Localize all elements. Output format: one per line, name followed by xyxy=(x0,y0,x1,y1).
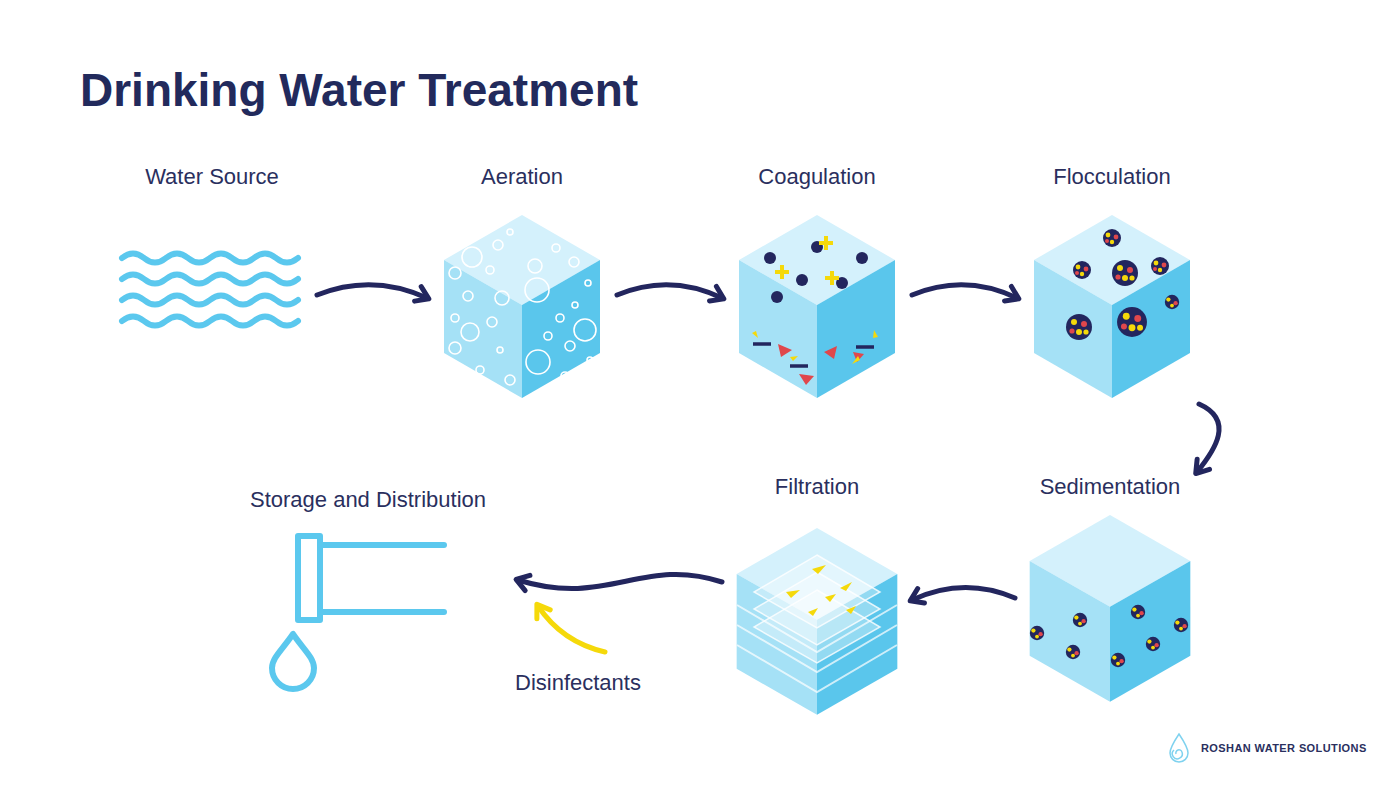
stage-label: Flocculation xyxy=(1017,162,1207,192)
stage-label: Storage and Distribution xyxy=(218,485,518,515)
stage-label: Coagulation xyxy=(722,162,912,192)
aeration-cube xyxy=(444,215,600,398)
brand-name: ROSHAN WATER SOLUTIONS xyxy=(1201,741,1391,755)
logo-icon xyxy=(1170,734,1188,762)
stage-label: Filtration xyxy=(722,472,912,502)
filtration-cube xyxy=(737,528,898,715)
flow-arrow xyxy=(617,285,722,298)
process-stage: Aeration xyxy=(427,162,617,404)
process-stage: Coagulation xyxy=(722,162,912,404)
flow-arrow xyxy=(518,574,722,588)
process-stage: Sedimentation xyxy=(1015,472,1205,707)
input-label: Disinfectants xyxy=(478,668,678,698)
flocculation-cube xyxy=(1034,215,1190,398)
stage-label: Water Source xyxy=(107,162,317,192)
flow-arrow xyxy=(912,285,1017,298)
faucet-icon xyxy=(272,536,444,689)
flow-arrow xyxy=(317,285,427,298)
process-stage: Storage and Distribution xyxy=(218,485,518,690)
process-stage: Filtration xyxy=(722,472,912,717)
process-stage: Flocculation xyxy=(1017,162,1207,404)
coagulation-cube xyxy=(739,215,895,398)
stage-label: Sedimentation xyxy=(1015,472,1205,502)
sedimentation-cube xyxy=(1030,515,1191,702)
process-stage: Water Source xyxy=(107,162,317,337)
water-waves xyxy=(122,254,298,326)
stage-label: Aeration xyxy=(427,162,617,192)
flow-arrow xyxy=(1197,404,1219,472)
flow-arrow xyxy=(912,587,1015,600)
disinfectant-arrow xyxy=(538,606,605,652)
diagram-title: Drinking Water Treatment xyxy=(80,62,638,118)
